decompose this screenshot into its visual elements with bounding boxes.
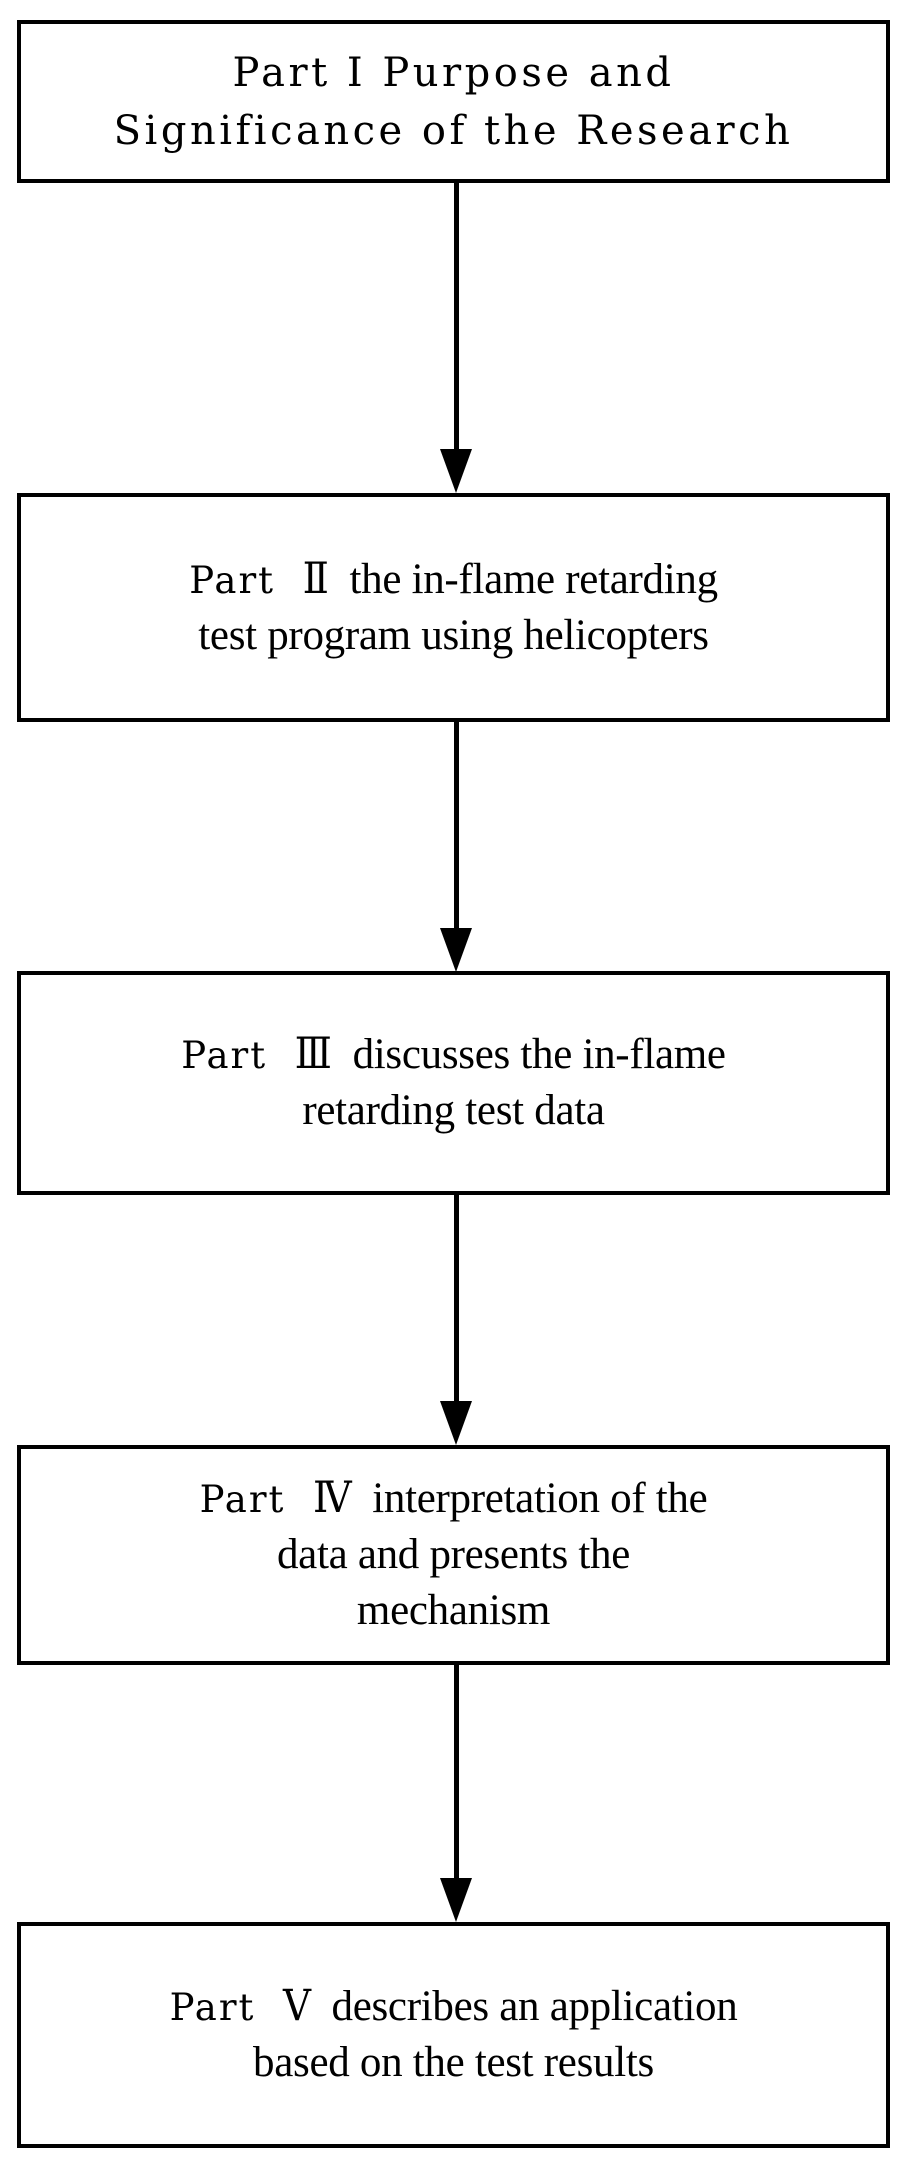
arrow-1-to-2-shaft — [454, 183, 459, 451]
flow-node-part-3-text: Part Ⅲ discusses the in-flame retarding … — [21, 1027, 886, 1139]
flow-node-part-5-numeral: Ⅴ — [282, 1983, 311, 2031]
flow-node-part-5-line1-body: describes an application — [331, 1983, 738, 2031]
arrow-1-to-2-head — [440, 449, 472, 493]
flow-node-part-1-line2: Significance of the Research — [113, 107, 794, 154]
flow-node-part-1-line1: Part Ⅰ Purpose and — [232, 49, 675, 96]
flow-node-part-1-text: Part Ⅰ Purpose and Significance of the R… — [21, 44, 886, 160]
arrow-2-to-3-head — [440, 928, 472, 972]
flow-node-part-2-line2: test program using helicopters — [198, 611, 709, 659]
arrow-3-to-4-shaft — [454, 1195, 459, 1403]
flow-node-part-3-line2: retarding test data — [302, 1087, 605, 1134]
arrow-3-to-4-head — [440, 1401, 472, 1445]
flow-node-part-5-line2: based on the test results — [253, 2039, 654, 2086]
flow-node-part-2[interactable]: Part Ⅱ the in-flame retarding test progr… — [17, 493, 890, 722]
flow-node-part-4-line3: mechanism — [356, 1586, 551, 1634]
flow-node-part-3-line1-body: discusses the in-flame — [352, 1031, 726, 1079]
flow-node-part-2-line1-body: the in-flame retarding — [349, 555, 719, 603]
flow-node-part-5-label: Part — [169, 1986, 256, 2030]
flow-node-part-4[interactable]: Part Ⅳ interpretation of the data and pr… — [17, 1445, 890, 1665]
flow-node-part-4-line1-body: interpretation of the — [372, 1475, 708, 1523]
flow-node-part-3[interactable]: Part Ⅲ discusses the in-flame retarding … — [17, 971, 890, 1195]
flow-node-part-3-label: Part — [181, 1034, 268, 1078]
flow-node-part-2-numeral: Ⅱ — [302, 555, 329, 603]
flow-node-part-4-label: Part — [199, 1478, 286, 1522]
flow-node-part-5-text: Part Ⅴ describes an application based on… — [21, 1979, 886, 2091]
flow-node-part-5[interactable]: Part Ⅴ describes an application based on… — [17, 1922, 890, 2148]
arrow-4-to-5-shaft — [454, 1665, 459, 1880]
flow-node-part-4-text: Part Ⅳ interpretation of the data and pr… — [21, 1471, 886, 1639]
flow-node-part-2-label: Part — [189, 558, 276, 602]
arrow-2-to-3-shaft — [454, 722, 459, 930]
flow-node-part-1[interactable]: Part Ⅰ Purpose and Significance of the R… — [17, 20, 890, 183]
flow-node-part-4-numeral: Ⅳ — [312, 1475, 352, 1523]
arrow-4-to-5-head — [440, 1878, 472, 1922]
flow-node-part-4-line2: data and presents the — [276, 1531, 631, 1579]
flow-node-part-3-numeral: Ⅲ — [294, 1031, 332, 1079]
flow-node-part-2-text: Part Ⅱ the in-flame retarding test progr… — [21, 552, 886, 664]
